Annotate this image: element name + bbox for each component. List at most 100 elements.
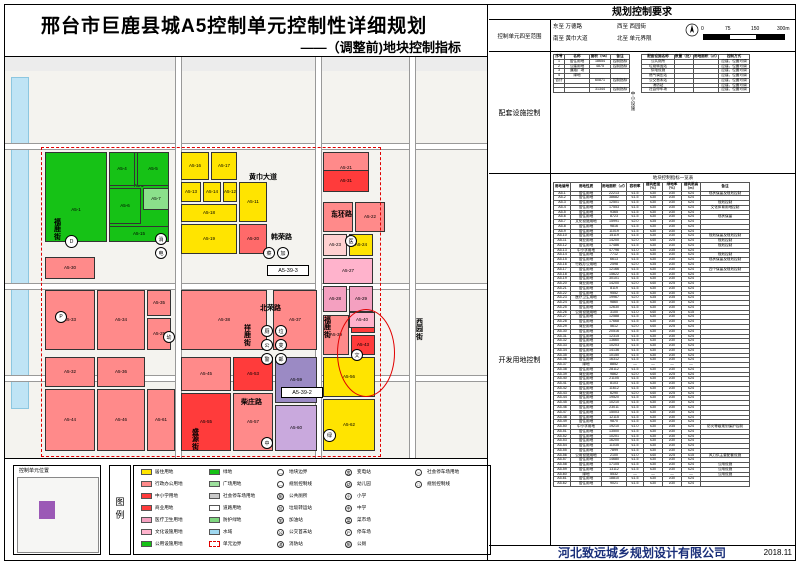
legend-icon-27: 厕 xyxy=(345,541,352,548)
table-header-cell: 建筑密度（%） xyxy=(643,182,663,192)
parcel-A5-16[interactable]: A5-16 xyxy=(181,152,209,180)
parcel-A5-20[interactable]: A5-20 xyxy=(239,224,267,254)
parcel-A5-18[interactable]: A5-18 xyxy=(181,204,237,222)
legend-icon-extra-2: □ xyxy=(415,481,422,488)
school-icon[interactable]: D xyxy=(65,235,78,248)
parcel-A5-45[interactable]: A5-45 xyxy=(181,357,231,391)
legend-icon-19: 公 xyxy=(277,529,284,536)
parcel-A5-31[interactable]: A5-31 xyxy=(323,170,369,192)
hospital-icon[interactable]: 医 xyxy=(345,235,357,247)
parcel-A5-61[interactable]: A5-61 xyxy=(147,389,175,451)
page-title: 邢台市巨鹿县城A5控制单元控制性详细规划 xyxy=(41,16,428,37)
parcel-A5-33[interactable]: A5-33 xyxy=(45,290,95,350)
location-map-title: 控制单元位置 xyxy=(19,468,50,474)
legend-swatch-8 xyxy=(209,481,220,487)
parcel-A5-25[interactable]: A5-25 xyxy=(147,318,171,350)
map-canvas[interactable]: A5-1 A5-2 A5-4 A5-5 A5-6 A5-7 A5-15 A5-1… xyxy=(5,57,487,459)
public-toilet-icon[interactable]: 厕 xyxy=(261,325,273,337)
garbage-station-icon[interactable]: 垃 xyxy=(275,325,287,337)
table-header-cell: 容积率 xyxy=(626,182,644,192)
parcel-A5-4[interactable]: A5-4 xyxy=(109,152,135,186)
parcel-A5-60[interactable]: A5-60 xyxy=(275,405,317,451)
legend-swatch-10 xyxy=(209,505,220,511)
parcel-A5-19[interactable]: A5-19 xyxy=(181,224,237,254)
kindergarten-icon[interactable]: 幼 xyxy=(163,331,175,343)
parking-icon[interactable]: P xyxy=(55,311,67,323)
legend-label-10: 道路用地 xyxy=(223,505,242,510)
parcel-A5-7[interactable]: A5-7 xyxy=(143,188,169,210)
parcel-A5-14[interactable]: A5-14 xyxy=(203,182,221,202)
legend-label-14: 地块边界 xyxy=(289,469,308,474)
legend-icon-18: 加 xyxy=(277,517,284,524)
parcel-A5-46[interactable]: A5-46 xyxy=(97,389,145,451)
legend-label-18: 加油站 xyxy=(289,517,303,522)
table-row[interactable]: 社会停车场 应建，位置可调 xyxy=(641,87,750,94)
parcel-A5-34[interactable]: A5-34 xyxy=(97,290,145,350)
parcel-A5-36[interactable]: A5-36 xyxy=(97,357,145,387)
police-icon[interactable]: 警 xyxy=(261,353,273,365)
parcel-A5-27[interactable]: A5-27 xyxy=(323,258,373,284)
legend-label-3: 商业用地 xyxy=(155,505,174,510)
postal-icon[interactable]: 邮 xyxy=(275,353,287,365)
parcel-A5-6[interactable]: A5-6 xyxy=(109,188,141,224)
parcel-A5-5[interactable]: A5-5 xyxy=(137,152,169,186)
table-cell: 9021 xyxy=(601,481,627,487)
facility-section-label: 配套设施控制 xyxy=(489,52,551,173)
greenland-icon[interactable]: 绿 xyxy=(323,429,336,442)
parcel-A5-38[interactable]: A5-38 xyxy=(181,290,267,350)
legend-label-27: 公厕 xyxy=(357,541,367,546)
parcel-A5-17[interactable]: A5-17 xyxy=(211,152,237,180)
parcel-A5-15[interactable]: A5-15 xyxy=(109,226,169,242)
parcel-A5-55[interactable]: A5-55 xyxy=(181,393,231,451)
parcel-A5-28[interactable]: A5-28 xyxy=(323,286,347,312)
parcel-A5-12[interactable]: A5-12 xyxy=(223,182,237,202)
parcel-A5-13[interactable]: A5-13 xyxy=(181,182,201,202)
parcel-A5-44[interactable]: A5-44 xyxy=(45,389,95,451)
legend-label-7: 绿地 xyxy=(223,469,233,474)
annotation-A5-39-3: A5-39-3 xyxy=(267,265,309,276)
parcel-A5-1[interactable]: A5-1 xyxy=(45,152,107,242)
boundary-north: 北至 单元界限 xyxy=(617,36,652,42)
parcel-A5-30[interactable]: A5-30 xyxy=(45,257,95,279)
scale-tick-3: 300m xyxy=(777,26,790,32)
parcel-A5-62[interactable]: A5-62 xyxy=(323,399,375,451)
table-cell xyxy=(700,481,750,487)
gas-station-icon[interactable]: 加 xyxy=(277,247,289,259)
transformer-icon[interactable]: 电 xyxy=(155,247,167,259)
market-icon[interactable]: 菜 xyxy=(263,247,275,259)
culture-icon[interactable]: 文 xyxy=(351,349,363,361)
legend-label-11: 防护绿地 xyxy=(223,517,242,522)
substation-icon[interactable]: 变 xyxy=(275,339,287,351)
location-highlight xyxy=(39,501,55,519)
middle-school-icon[interactable]: 中 xyxy=(261,437,273,449)
table-cell: 31344 xyxy=(589,87,611,94)
parcel-A5-11[interactable]: A5-11 xyxy=(239,182,267,222)
bus-terminal-icon[interactable]: 公 xyxy=(261,339,273,351)
parcel-A5-29[interactable]: A5-29 xyxy=(349,286,373,312)
parcel-A5-26[interactable]: A5-26 xyxy=(323,202,353,232)
parcel-A5-32[interactable]: A5-32 xyxy=(45,357,95,387)
parcel-A5-35[interactable]: A5-35 xyxy=(147,290,171,316)
fire-station-icon[interactable]: 消 xyxy=(155,233,167,245)
